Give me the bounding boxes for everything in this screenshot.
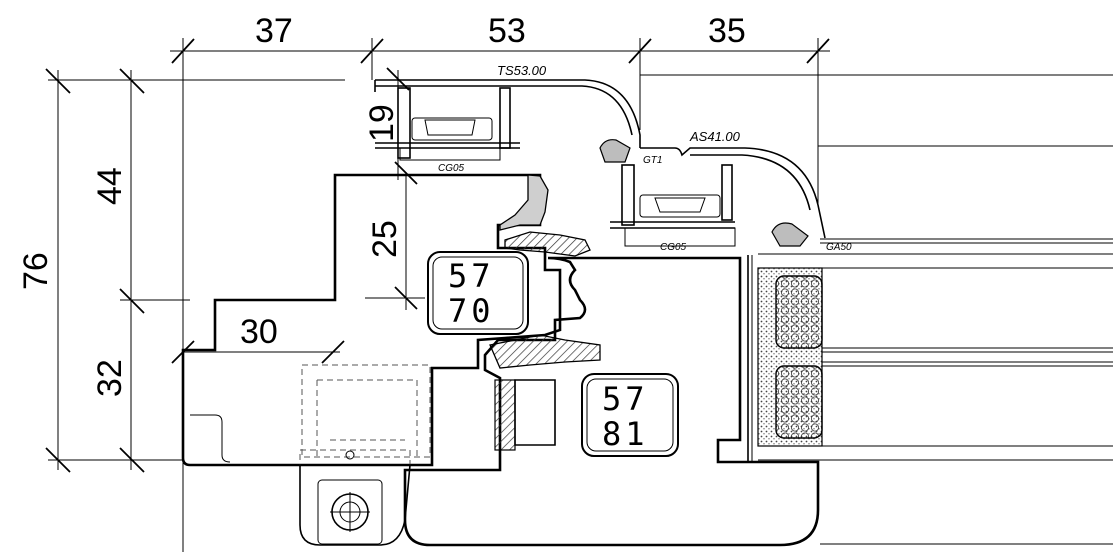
as41-profile — [610, 147, 826, 247]
insulating-panel — [757, 267, 823, 447]
hinge-hardware — [299, 450, 411, 546]
sash-gaskets — [489, 174, 601, 369]
code-upper-line1: 57 — [448, 257, 495, 295]
code-upper-line2: 70 — [448, 292, 495, 330]
dim-53: 53 — [488, 12, 526, 50]
label-ts53: TS53.00 — [497, 63, 547, 78]
dim-32: 32 — [91, 359, 129, 397]
dim-76: 76 — [17, 252, 55, 290]
glass-lines — [640, 74, 1113, 545]
ts53-profile — [374, 79, 641, 163]
dim-35: 35 — [708, 12, 746, 50]
label-gt1: GT1 — [643, 155, 662, 166]
dim-44: 44 — [91, 167, 129, 205]
dim-25: 25 — [366, 220, 404, 258]
label-as41: AS41.00 — [689, 129, 741, 144]
label-cg05-upper: CG05 — [438, 163, 465, 174]
dim-30: 30 — [240, 313, 278, 351]
dim-37: 37 — [255, 12, 293, 50]
label-ga50: GA50 — [826, 242, 852, 253]
dim-19: 19 — [363, 104, 401, 142]
code-lower-line1: 57 — [602, 380, 649, 418]
code-lower-line2: 81 — [602, 415, 649, 453]
code-box-upper: 57 70 — [427, 251, 529, 335]
hidden-lines — [299, 364, 431, 466]
dimension-lines — [45, 38, 830, 552]
code-box-lower: 57 81 — [581, 373, 679, 457]
label-cg05-lower: CG05 — [660, 242, 687, 253]
